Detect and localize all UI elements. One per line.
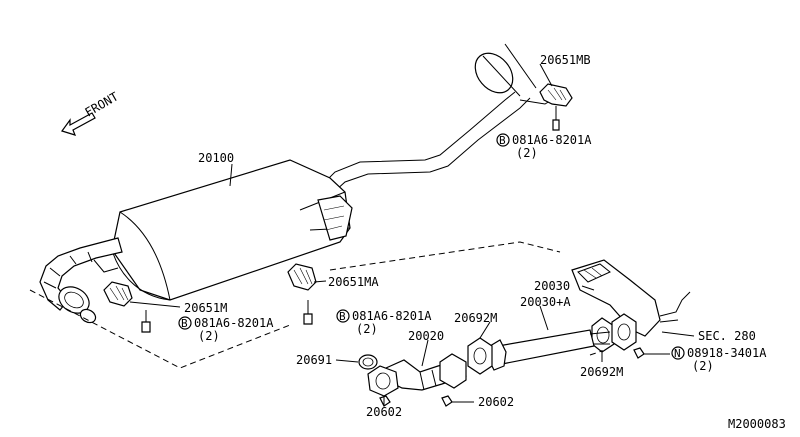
label-20651mb: 20651MB [540,53,591,67]
label-20602-a: 20602 [366,405,402,419]
bolt-symbol-center: B [339,310,346,323]
label-sec-280: SEC. 280 [698,329,756,343]
alignment-line-center [329,241,561,271]
label-20651m: 20651M [184,301,227,315]
bolt-symbol-icon [336,309,350,323]
front-label: FRONT [83,89,121,119]
front-tube [367,353,467,397]
center-pipe [487,329,611,371]
label-nut-flange: 08918-3401A [687,346,767,360]
nut-callout: N 08918-3401A (2) [671,346,767,373]
bolt-symbol-icon [496,133,510,147]
label-20691: 20691 [296,353,332,367]
pre-muffler [571,259,691,337]
seal-ring-inner [362,357,374,367]
label-20602-b: 20602 [478,395,514,409]
nut-symbol-icon [671,346,685,360]
label-bolt-center-qty: (2) [356,322,378,336]
bolt-callout-left: B 081A6-8201A (2) [178,316,274,343]
flange-right [611,313,637,351]
gasket-right [591,317,615,353]
left-mount-bracket [103,281,151,333]
label-bolt-left-qty: (2) [198,329,220,343]
label-bolt-top-qty: (2) [516,146,538,160]
diagram-code: M2000083 [728,417,786,431]
label-20020: 20020 [408,329,444,343]
bolt-symbol-left: B [181,317,188,330]
inlet-elbow [39,237,123,324]
seal-ring [358,354,378,370]
label-nut-flange-qty: (2) [692,359,714,373]
nut-symbol: N [674,347,681,360]
bolt-symbol-icon [178,316,192,330]
flange-nut [633,347,645,359]
label-20651ma: 20651MA [328,275,379,289]
bolt-callout-top: B 081A6-8201A (2) [496,133,592,160]
label-20692m-a: 20692M [454,311,497,325]
front-arrow-icon [61,112,96,136]
label-20100: 20100 [198,151,234,165]
leader-lines [129,63,695,406]
nut-b [441,395,453,407]
tailpipe [321,43,556,193]
bolt-callout-center: B 081A6-8201A (2) [336,309,432,336]
main-muffler [111,159,353,301]
label-20030a: 20030+A [520,295,571,309]
label-bolt-center: 081A6-8201A [352,309,432,323]
label-20692m-b: 20692M [580,365,623,379]
center-mount-bracket [287,263,317,325]
label-20030: 20030 [534,279,570,293]
gasket-left [467,337,493,375]
label-bolt-left: 081A6-8201A [194,316,274,330]
tail-mount-bracket [539,83,573,131]
label-bolt-top: 081A6-8201A [512,133,592,147]
bolt-symbol-top: B [499,134,506,147]
